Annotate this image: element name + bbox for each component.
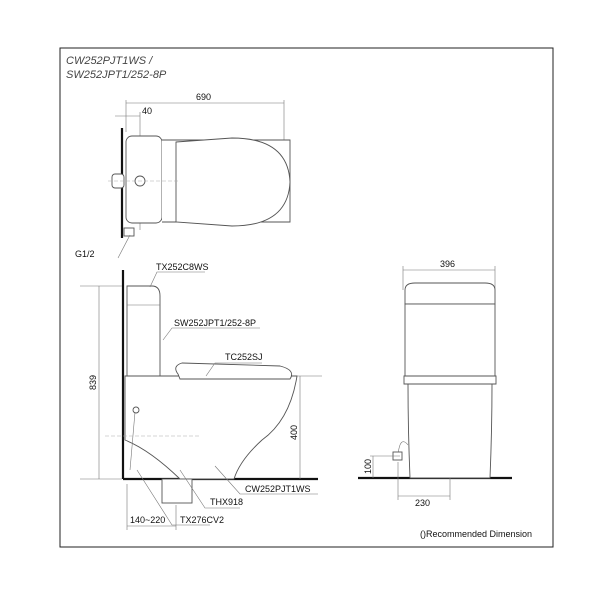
- model-title-line1: CW252PJT1WS /: [66, 55, 153, 67]
- seat-front: [403, 375, 497, 385]
- label-tc252sj: TC252SJ: [225, 352, 263, 362]
- seat-top: [175, 137, 291, 227]
- label-tx252c8ws: TX252C8WS: [156, 262, 209, 272]
- label-thx918: THX918: [210, 497, 243, 507]
- tank-lid-front: [404, 282, 496, 305]
- dim-140-220: 140~220: [130, 515, 165, 525]
- model-title-line2: SW252JPT1/252-8P: [66, 69, 167, 81]
- drawing-frame: [59, 47, 554, 548]
- front-view: 396 100 230: [358, 259, 512, 508]
- tank-front: [404, 303, 496, 377]
- label-sw252jpt1: SW252JPT1/252-8P: [174, 318, 256, 328]
- label-cw252pjt1ws: CW252PJT1WS: [245, 484, 311, 494]
- bowl-front: [407, 383, 493, 479]
- side-view: 839 400 140~220 TX252C8WS SW252JPT1/252-…: [80, 262, 322, 530]
- dim-839: 839: [88, 375, 98, 390]
- dim-396: 396: [440, 259, 455, 269]
- tank-side: [126, 285, 161, 377]
- top-view: 690 40 G1/2: [75, 92, 291, 259]
- dim-100: 100: [363, 459, 373, 474]
- outlet-pipe: [161, 478, 193, 504]
- label-tx276cv2: TX276CV2: [180, 515, 224, 525]
- inlet-label: G1/2: [75, 249, 95, 259]
- bowl-side: [124, 375, 298, 480]
- dim-400: 400: [289, 425, 299, 440]
- dim-40: 40: [142, 106, 152, 116]
- recommended-dimension-note: ()Recommended Dimension: [420, 529, 532, 539]
- dim-230: 230: [415, 498, 430, 508]
- seat-side: [175, 362, 293, 380]
- dim-690: 690: [196, 92, 211, 102]
